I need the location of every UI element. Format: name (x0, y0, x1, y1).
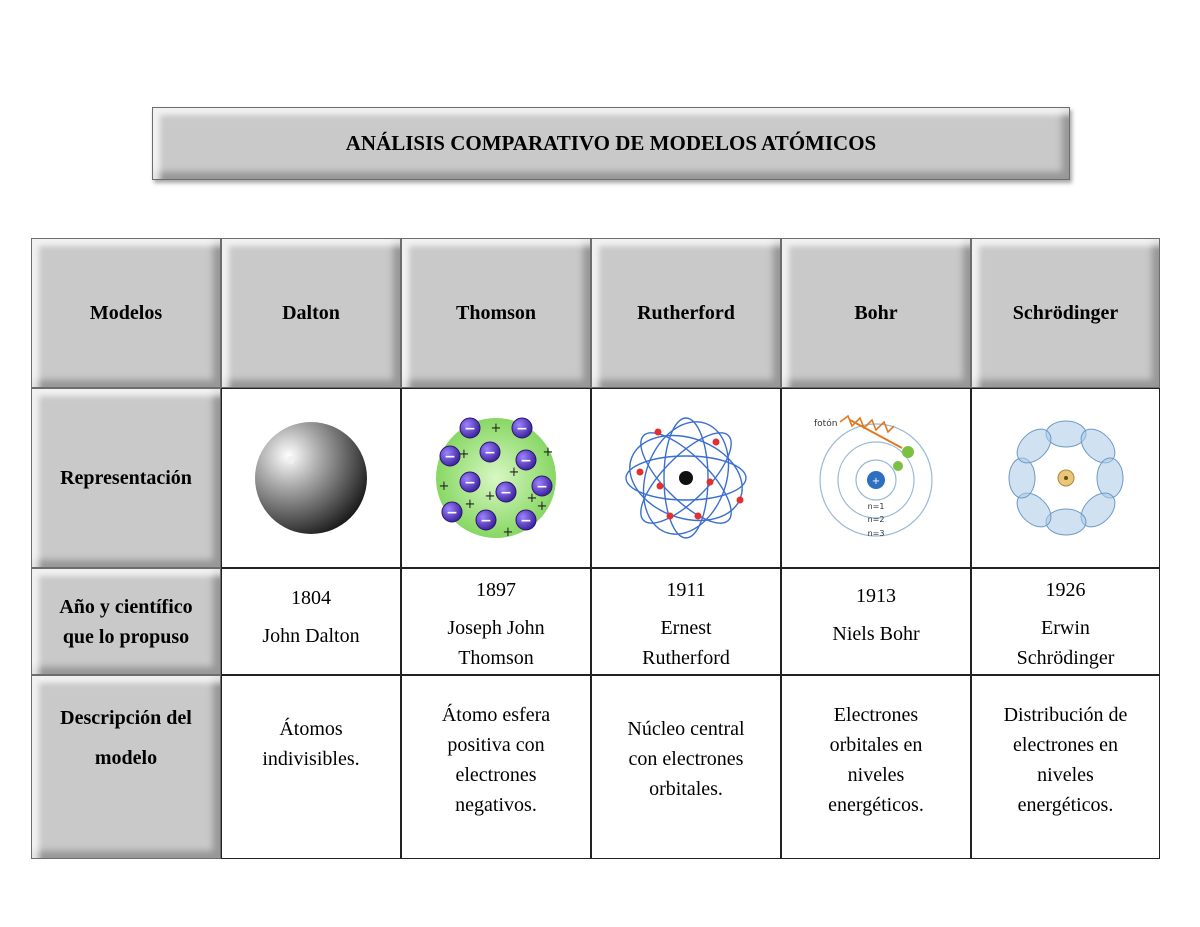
rowheader-label: modelo (94, 747, 158, 769)
year-cell-thomson: 1897 Joseph John Thomson (401, 568, 591, 675)
desc-cell-bohr: Electrones orbitales en niveles energéti… (781, 675, 971, 859)
desc-cell-thomson: Átomo esfera positiva con electrones neg… (401, 675, 591, 859)
dalton-sphere-image (245, 412, 377, 544)
description-line: positiva con (447, 734, 545, 756)
year-cell-schrodinger: 1926 Erwin Schrödinger (971, 568, 1160, 675)
svg-text:+: + (439, 479, 450, 494)
header-rutherford: Rutherford (591, 238, 781, 388)
description-line: Átomos (279, 718, 343, 740)
svg-text:+: + (537, 499, 548, 514)
rowheader-year: Año y científico que lo propuso (31, 568, 221, 675)
svg-text:−: − (464, 475, 476, 491)
rowheader-representation: Representación (31, 388, 221, 568)
model-name: Schrödinger (1012, 301, 1119, 324)
model-name: Bohr (854, 301, 898, 324)
scientist-name: Erwin (1041, 617, 1090, 639)
bohr-atom-image: + fotón n=1 n=2 n=3 (810, 412, 942, 544)
desc-cell-dalton: Átomos indivisibles. (221, 675, 401, 859)
year-cell-rutherford: 1911 Ernest Rutherford (591, 568, 781, 675)
svg-text:−: − (536, 479, 548, 495)
svg-text:+: + (491, 421, 502, 436)
header-bohr: Bohr (781, 238, 971, 388)
desc-cell-schrodinger: Distribución de electrones en niveles en… (971, 675, 1160, 859)
header-thomson: Thomson (401, 238, 591, 388)
description-line: orbitales en (829, 734, 923, 756)
svg-text:+: + (872, 476, 880, 487)
description-line: Distribución de (1003, 704, 1128, 726)
image-cell-rutherford (591, 388, 781, 568)
description-line: con electrones (628, 748, 744, 770)
svg-text:−: − (446, 505, 458, 521)
page-title: ANÁLISIS COMPARATIVO DE MODELOS ATÓMICOS (152, 107, 1070, 180)
scientist-name: Schrödinger (1016, 647, 1115, 669)
year-value: 1926 (1045, 579, 1086, 601)
svg-text:+: + (527, 491, 538, 506)
thomson-plum-pudding-image: −−−− −−−− −−− ++++ ++++ ++ (430, 412, 562, 544)
svg-text:−: − (484, 445, 496, 461)
rutherford-atom-image (620, 412, 752, 544)
rowheader-label: Año y científico (59, 595, 193, 618)
header-models: Modelos (31, 238, 221, 388)
description-line: niveles (1037, 764, 1094, 786)
svg-text:−: − (520, 513, 532, 529)
svg-text:−: − (500, 485, 512, 501)
description-line: energéticos. (828, 794, 924, 816)
svg-text:−: − (480, 513, 492, 529)
svg-text:−: − (520, 453, 532, 469)
svg-text:+: + (485, 489, 496, 504)
rowheader-description: Descripción del modelo (31, 675, 221, 859)
image-cell-thomson: −−−− −−−− −−− ++++ ++++ ++ (401, 388, 591, 568)
description-line: Electrones (833, 704, 919, 726)
description-line: Átomo esfera (441, 704, 551, 726)
scientist-name: John Dalton (262, 625, 360, 647)
rowheader-label: que lo propuso (62, 625, 190, 648)
image-cell-dalton (221, 388, 401, 568)
svg-text:+: + (543, 445, 554, 460)
level-label: n=1 (868, 502, 885, 511)
description-line: energéticos. (1017, 794, 1114, 816)
model-name: Thomson (455, 301, 537, 324)
scientist-name: Niels Bohr (832, 623, 920, 645)
description-line: electrones (455, 764, 537, 786)
scientist-name: Ernest (660, 617, 712, 639)
desc-cell-rutherford: Núcleo central con electrones orbitales. (591, 675, 781, 859)
svg-text:−: − (516, 421, 528, 437)
year-value: 1897 (476, 579, 516, 601)
scientist-name: Rutherford (642, 647, 730, 669)
image-cell-schrodinger (971, 388, 1160, 568)
year-cell-dalton: 1804 John Dalton (221, 568, 401, 675)
year-value: 1911 (666, 579, 706, 601)
level-label: n=3 (868, 529, 885, 538)
description-line: electrones en (1013, 734, 1118, 756)
header-dalton: Dalton (221, 238, 401, 388)
header-models-label: Modelos (89, 301, 163, 324)
description-line: orbitales. (649, 778, 723, 800)
scientist-name: Thomson (458, 647, 534, 669)
schrodinger-orbital-image (1000, 412, 1132, 544)
photon-label: fotón (814, 418, 837, 429)
year-value: 1913 (856, 585, 896, 607)
description-line: Núcleo central (627, 718, 745, 740)
svg-text:−: − (464, 421, 476, 437)
description-line: negativos. (455, 794, 537, 816)
rowheader-label: Descripción del (60, 707, 192, 729)
svg-text:+: + (465, 497, 476, 512)
level-label: n=2 (868, 515, 885, 524)
scientist-name: Joseph John (447, 617, 545, 639)
svg-text:+: + (503, 525, 514, 540)
model-name: Dalton (282, 301, 340, 324)
svg-text:+: + (459, 447, 470, 462)
image-cell-bohr: + fotón n=1 n=2 n=3 (781, 388, 971, 568)
svg-text:+: + (509, 465, 520, 480)
description-line: niveles (847, 764, 905, 786)
description-line: indivisibles. (262, 748, 360, 770)
header-schrodinger: Schrödinger (971, 238, 1160, 388)
year-value: 1804 (291, 587, 331, 609)
svg-text:−: − (444, 449, 456, 465)
model-name: Rutherford (637, 301, 735, 324)
rowheader-label: Representación (60, 467, 192, 489)
year-cell-bohr: 1913 Niels Bohr (781, 568, 971, 675)
